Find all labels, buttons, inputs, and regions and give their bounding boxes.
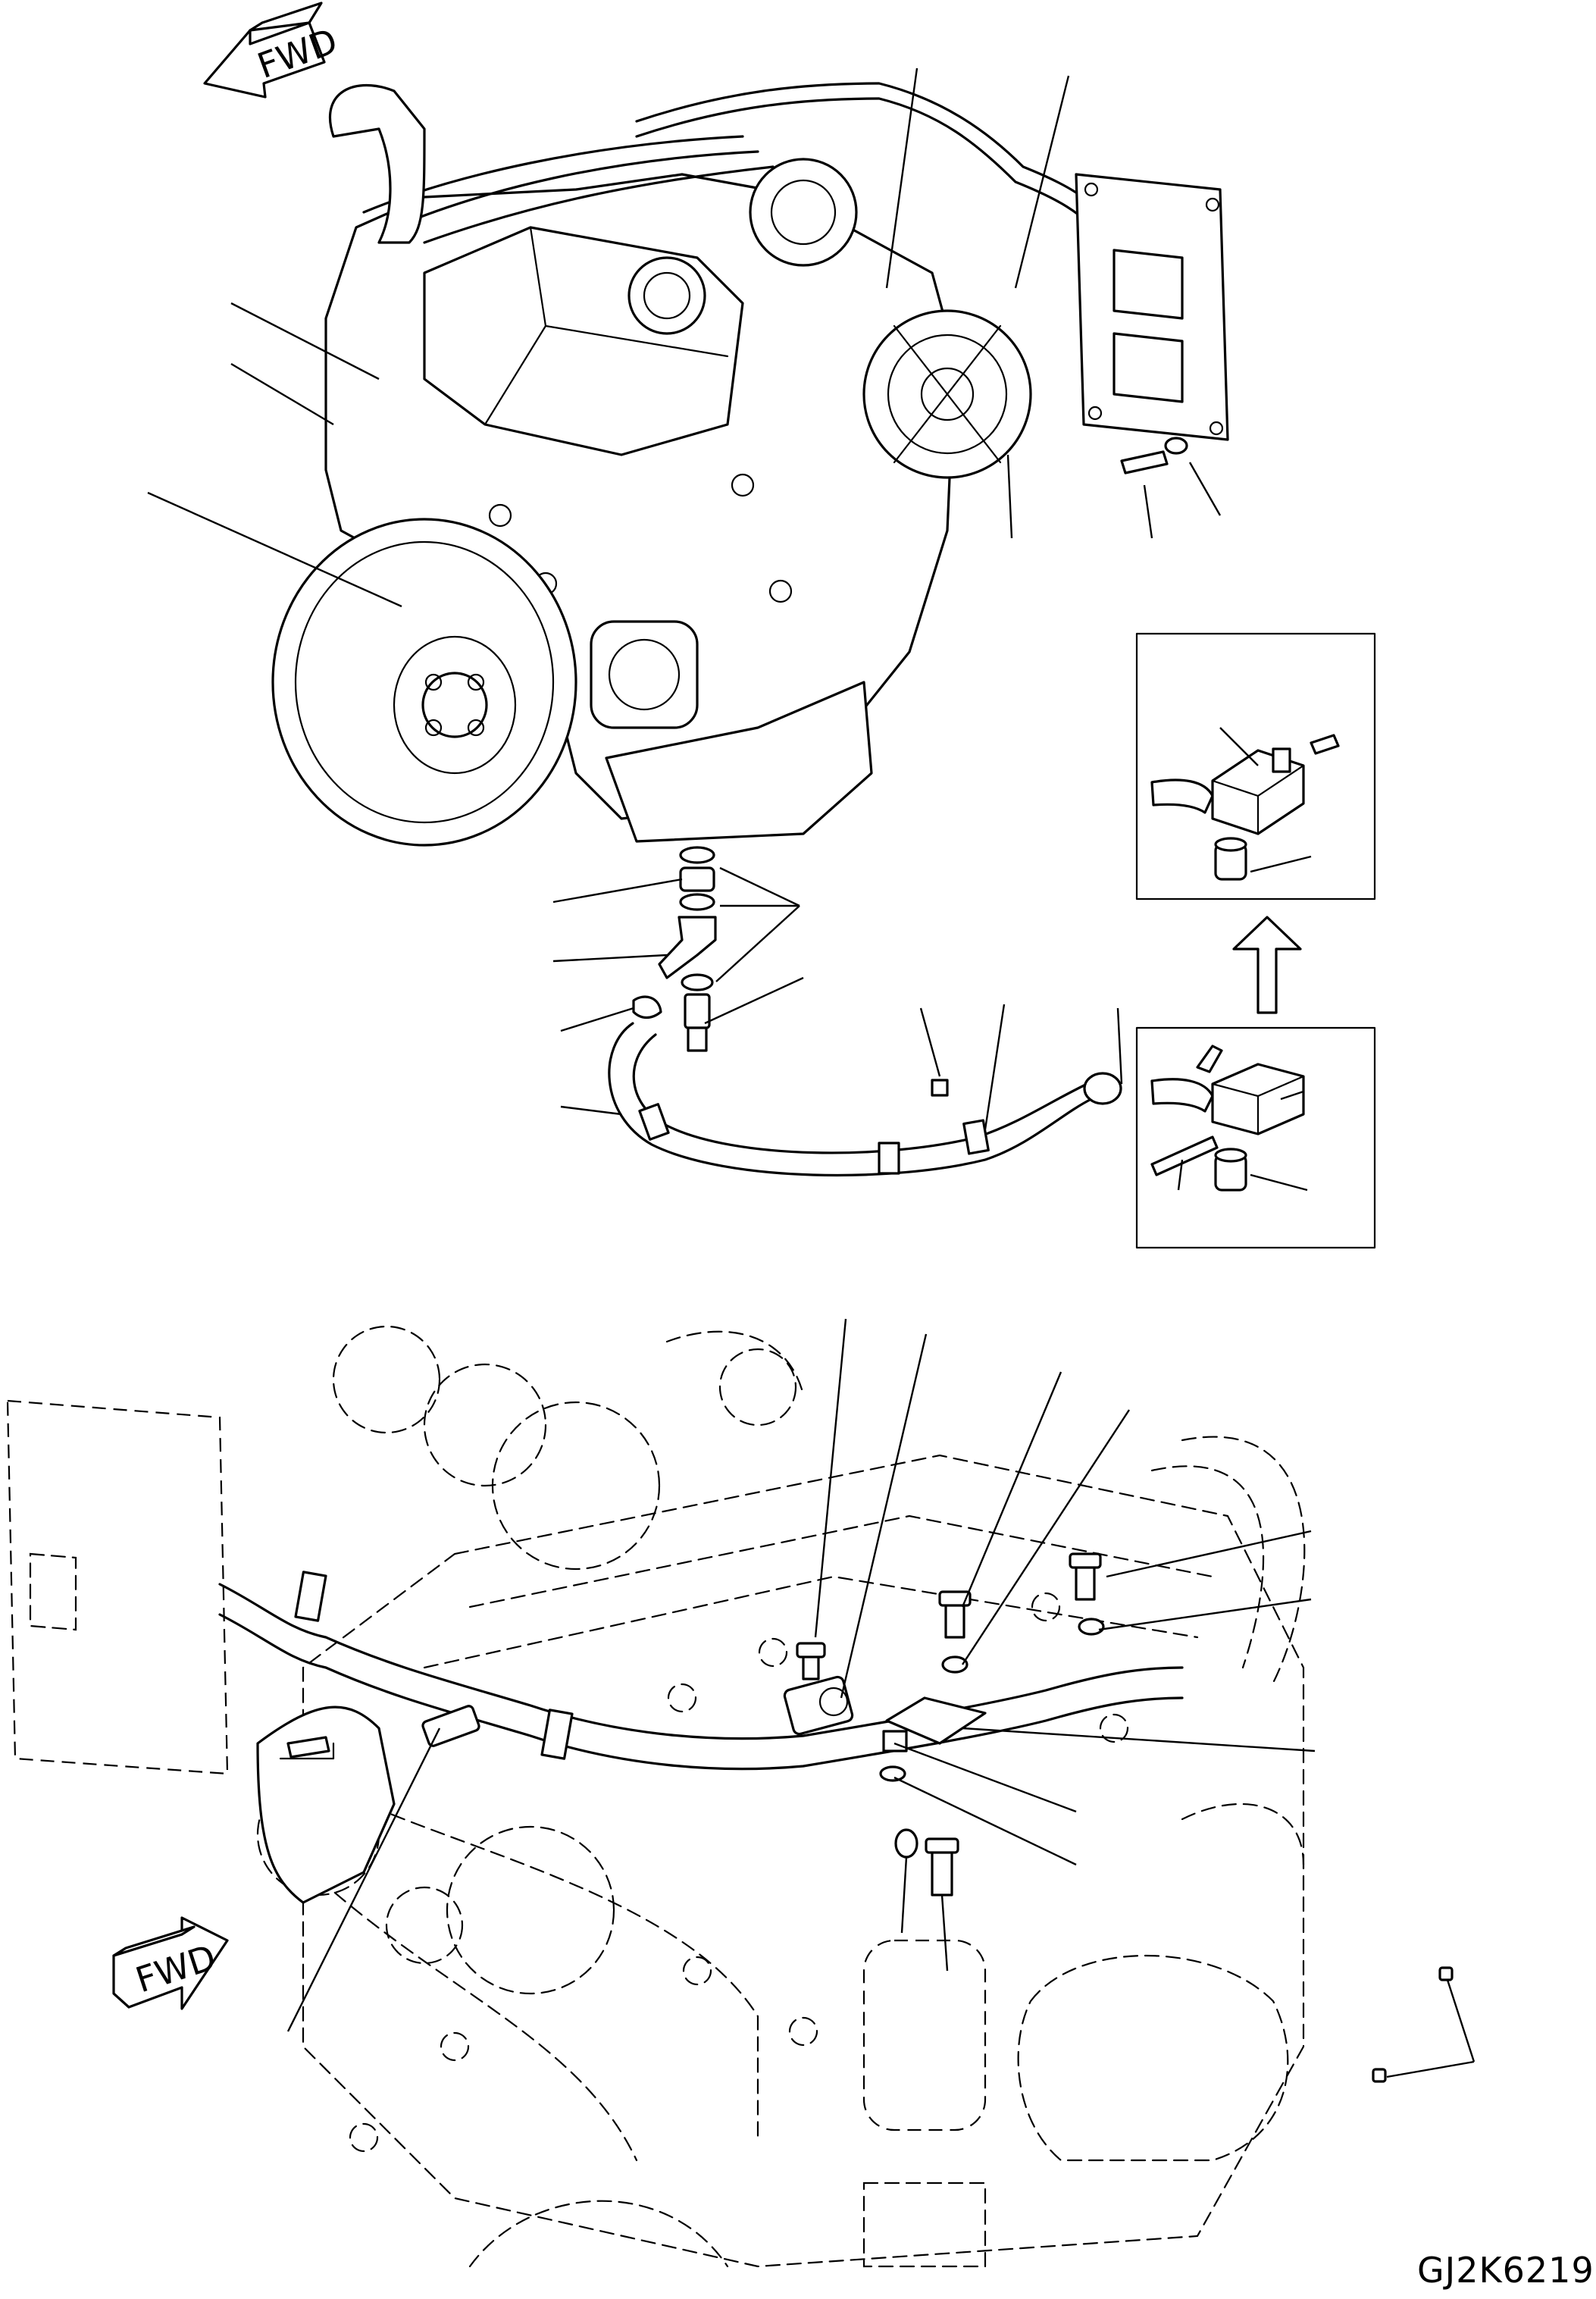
engine-block [324, 82, 1116, 843]
leader-lines-bottom [286, 1318, 1476, 2078]
ecu-top [1075, 173, 1229, 441]
fwd-arrow-bottom: FWD [112, 1916, 229, 2010]
flywheel [271, 518, 577, 847]
drawing-code: GJ2K6219 [1417, 2250, 1594, 2291]
fittings-stack [632, 846, 717, 1052]
bolt-washer-top [1120, 437, 1188, 475]
detail-box-upper [1135, 632, 1376, 900]
engine-dashed-view [6, 1325, 1306, 2268]
leader-lines-top [147, 67, 1312, 1192]
view-arrow-icon [1232, 916, 1302, 1014]
fwd-arrow-top: FWD [203, 2, 343, 99]
bottom-solid-parts [218, 1552, 1454, 2083]
detail-box-lower [1135, 1026, 1376, 1249]
water-hose-top [608, 1022, 1122, 1177]
